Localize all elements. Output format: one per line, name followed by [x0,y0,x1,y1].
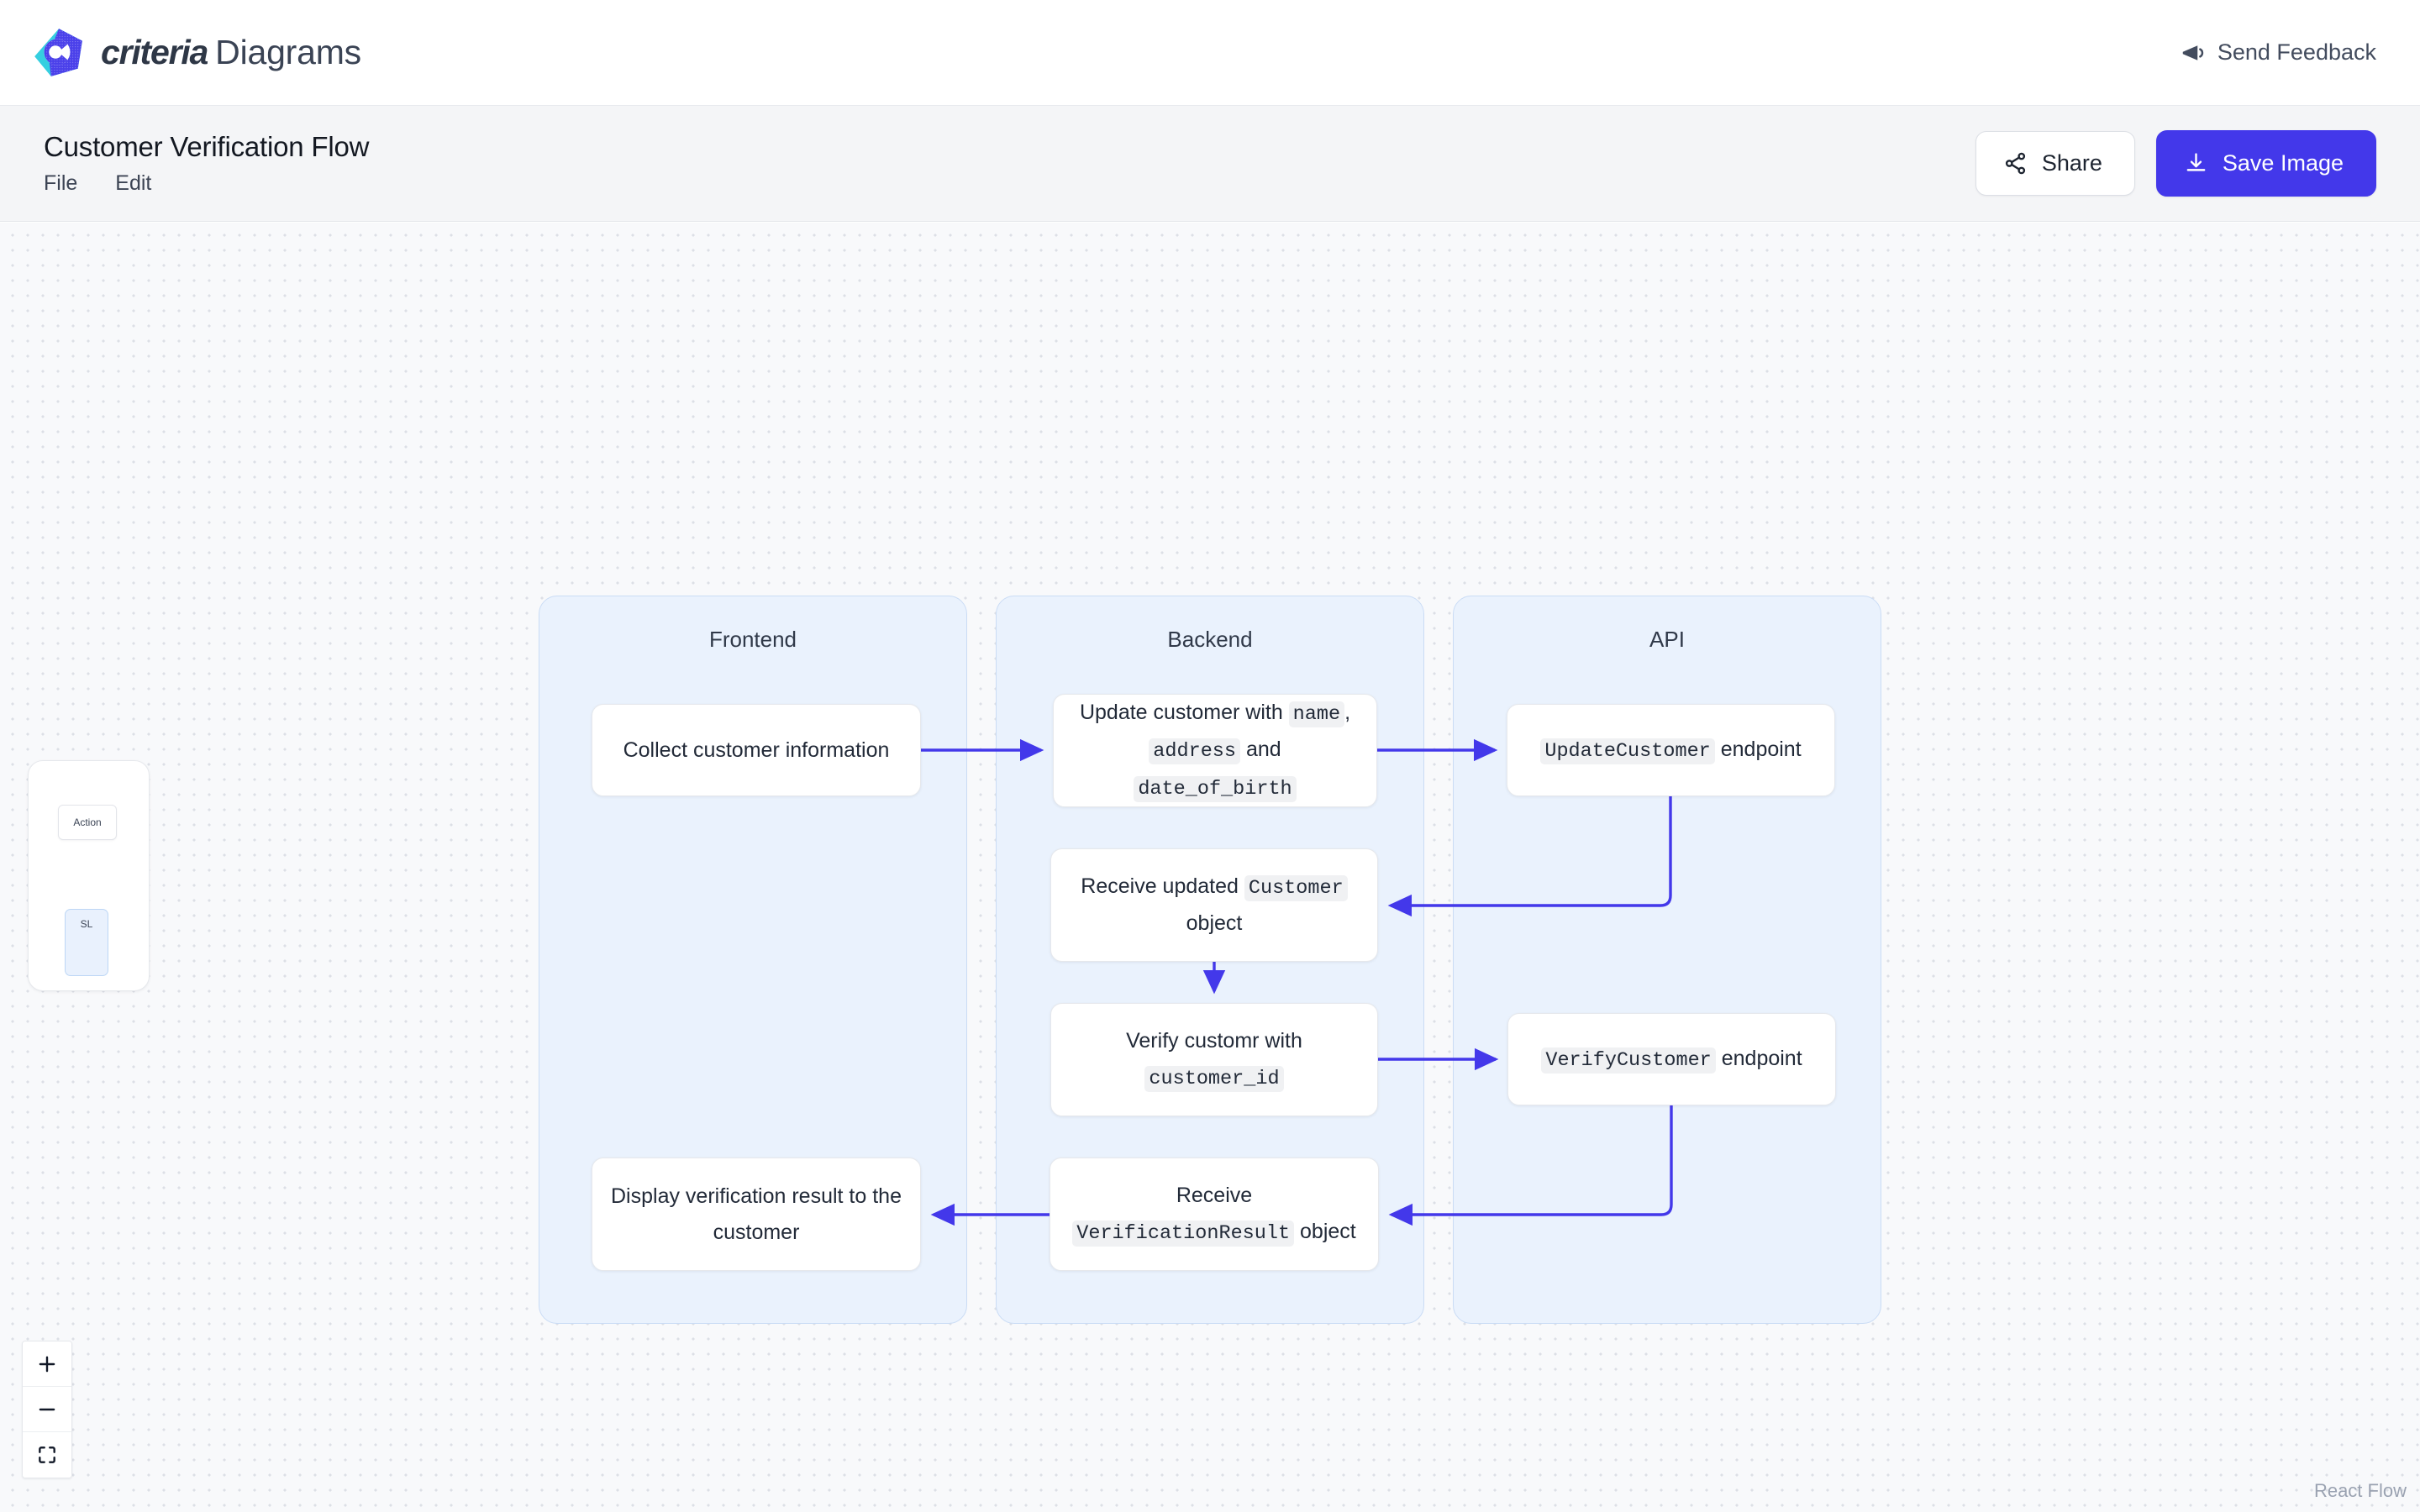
toolbar-right: Share Save Image [1975,130,2376,197]
fit-view-button[interactable] [23,1432,71,1478]
brand-suffix: Diagrams [215,33,361,71]
code-dob: date_of_birth [1134,775,1297,802]
node-update-customer[interactable]: Update customer with name, address and d… [1053,694,1377,807]
save-image-button[interactable]: Save Image [2155,130,2376,197]
plus-icon [39,1356,55,1372]
palette-action-node[interactable]: Action [58,805,117,840]
toolbar-left: Customer Verification Flow File Edit [44,131,369,196]
zoom-controls [22,1341,72,1478]
share-label: Share [2041,150,2102,176]
node-text: Update customer with name, address and d… [1079,700,1351,802]
code-verifycustomer: VerifyCustomer [1541,1047,1716,1074]
node-text: Receive VerificationResult object [1067,1178,1361,1251]
send-feedback-button[interactable]: Send Feedback [2180,39,2376,66]
code-customer-id: customer_id [1144,1065,1284,1092]
node-text: UpdateCustomer endpoint [1540,732,1802,769]
node-verifycustomer-endpoint[interactable]: VerifyCustomer endpoint [1507,1013,1836,1105]
node-receive-updated-customer[interactable]: Receive updated Customer object [1050,848,1378,962]
code-address: address [1149,738,1241,765]
node-text: VerifyCustomer endpoint [1541,1041,1802,1078]
menu-bar: File Edit [44,171,369,196]
node-text: Receive updated Customer object [1068,869,1360,942]
fit-view-icon [39,1446,55,1463]
node-display-verification-result[interactable]: Display verification result to the custo… [592,1158,921,1271]
diagram-canvas[interactable]: Action SL Frontend Backend API Collect c… [0,223,2420,1512]
zoom-out-button[interactable] [23,1387,71,1432]
swimlane-frontend-label: Frontend [708,627,797,652]
megaphone-icon [2180,40,2205,66]
criteria-logo-icon [30,25,86,81]
code-verificationresult: VerificationResult [1072,1220,1295,1247]
code-name: name [1288,701,1345,727]
save-image-label: Save Image [2222,150,2344,176]
share-icon [2003,151,2028,176]
node-text: Display verification result to the custo… [611,1184,902,1244]
node-updatecustomer-endpoint[interactable]: UpdateCustomer endpoint [1507,704,1835,796]
node-palette-panel[interactable]: Action SL [28,760,150,991]
brand-name: criteria [101,33,208,71]
minus-icon [39,1408,55,1410]
swimlane-api-label: API [1649,627,1685,652]
react-flow-attribution[interactable]: React Flow [2313,1480,2407,1501]
zoom-in-button[interactable] [23,1341,71,1387]
share-button[interactable]: Share [1975,131,2135,196]
send-feedback-label: Send Feedback [2217,39,2376,65]
palette-swimlane-node[interactable]: SL [65,909,108,976]
menu-file[interactable]: File [44,171,78,195]
node-receive-verification-result[interactable]: Receive VerificationResult object [1050,1158,1379,1271]
menu-edit[interactable]: Edit [115,171,152,195]
node-verify-customer[interactable]: Verify customr with customer_id [1050,1003,1378,1116]
swimlane-backend-label: Backend [1167,627,1253,652]
page-title[interactable]: Customer Verification Flow [44,131,370,162]
node-text: Collect customer information [623,738,890,762]
code-updatecustomer: UpdateCustomer [1540,738,1715,764]
node-text: Verify customr with customer_id [1126,1028,1302,1092]
download-icon [2184,151,2208,176]
document-toolbar: Customer Verification Flow File Edit Sha… [0,106,2420,222]
node-collect-customer-information[interactable]: Collect customer information [592,704,921,796]
code-customer: Customer [1244,874,1348,901]
